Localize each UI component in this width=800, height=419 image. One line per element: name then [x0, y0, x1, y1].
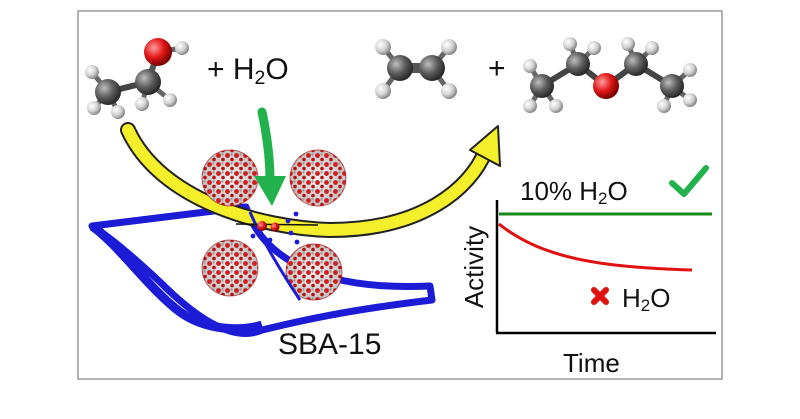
series-label-10pct-water: 10% H2O: [520, 176, 628, 209]
active-site-atom-2: [270, 222, 280, 232]
support-label: SBA-15: [278, 328, 382, 361]
check-icon: [669, 165, 709, 197]
green-arrowhead: [254, 176, 286, 206]
ethanol-oxygen-atom: [144, 38, 172, 66]
yellow-arrowhead: [469, 125, 501, 167]
plus-sign: +: [488, 52, 506, 85]
yellow-arrow: [120, 122, 501, 239]
diethyl-ether-molecule: [523, 37, 697, 113]
ethylene-molecule: [375, 39, 457, 99]
cluster-bottom-right: [285, 243, 343, 301]
figure-frame: [77, 10, 723, 380]
cluster-bottom-left: [201, 239, 259, 297]
sba15-support: [88, 203, 436, 337]
ether-oxygen-atom: [593, 73, 619, 99]
water-reactant-label: + H2O: [207, 53, 289, 89]
chart-x-axis-label: Time: [563, 348, 620, 378]
support-edge: [89, 222, 264, 334]
active-site-atom-1: [257, 221, 267, 231]
cross-icon: [591, 287, 609, 305]
activity-chart: [495, 200, 716, 335]
polyoxometalate-clusters: [201, 149, 347, 301]
series-label-water: H2O: [622, 283, 671, 316]
active-site: [235, 211, 319, 301]
cluster-top-right: [289, 149, 347, 207]
series-line-1: [498, 222, 693, 272]
green-arrow: [254, 107, 286, 206]
chart-y-axis-label: Activity: [459, 225, 489, 309]
cluster-top-left: [201, 149, 259, 207]
ethanol-molecule: [85, 38, 189, 119]
